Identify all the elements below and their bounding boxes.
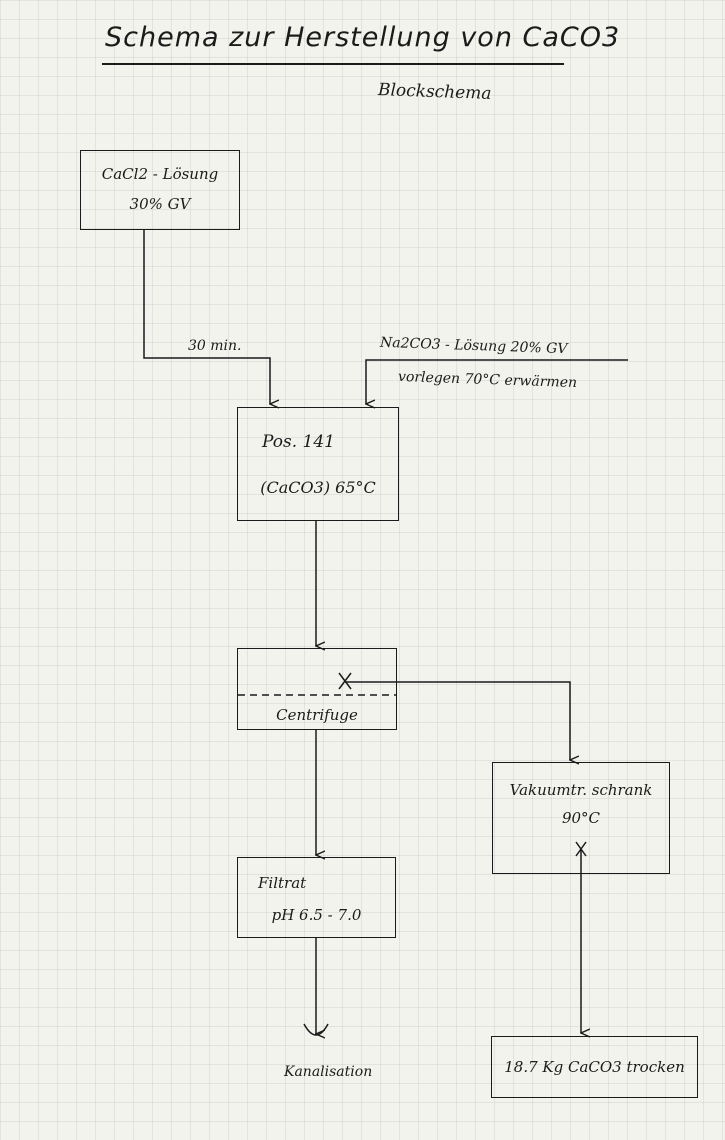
drain-label: Kanalisation: [284, 1064, 373, 1080]
cacl2-box-line1: CaCl2 - Lösung: [101, 165, 219, 183]
time-label: 30 min.: [188, 338, 242, 354]
vacuum-x-mark: [575, 841, 587, 857]
product-label: 18.7 Kg CaCO3 trocken: [504, 1058, 685, 1076]
vacuum-box-line2: 90°C: [561, 809, 601, 827]
centrifuge-box: Centrifuge: [237, 648, 397, 730]
reactor-box-line1: Pos. 141: [262, 432, 335, 452]
cacl2-box-line2: 30% GV: [129, 195, 191, 213]
reactor-box: Pos. 141 (CaCO3) 65°C: [237, 407, 399, 521]
filtrat-box-line1: Filtrat: [258, 874, 307, 892]
vacuum-dryer-box: Vakuumtr. schrank 90°C: [492, 762, 670, 874]
product-box: 18.7 Kg CaCO3 trocken: [491, 1036, 698, 1098]
title-underline: [102, 63, 564, 65]
reactor-box-line2: (CaCO3) 65°C: [260, 478, 376, 497]
centrifuge-label: Centrifuge: [276, 706, 358, 724]
connector-centrifuge-vacuum: [345, 681, 570, 760]
drain-symbol: [303, 1023, 329, 1036]
cacl2-solution-box: CaCl2 - Lösung 30% GV: [80, 150, 240, 230]
connector-na2co3-reactor: [366, 359, 628, 404]
vacuum-box-line1: Vakuumtr. schrank: [509, 781, 653, 799]
filtrat-box: Filtrat pH 6.5 - 7.0: [237, 857, 396, 938]
filtrat-box-line2: pH 6.5 - 7.0: [271, 906, 362, 924]
diagram-title: Schema zur Herstellung von CaCO3: [105, 22, 621, 53]
centrifuge-x-mark: [338, 672, 352, 690]
connector-cacl2-reactor: [143, 230, 270, 404]
